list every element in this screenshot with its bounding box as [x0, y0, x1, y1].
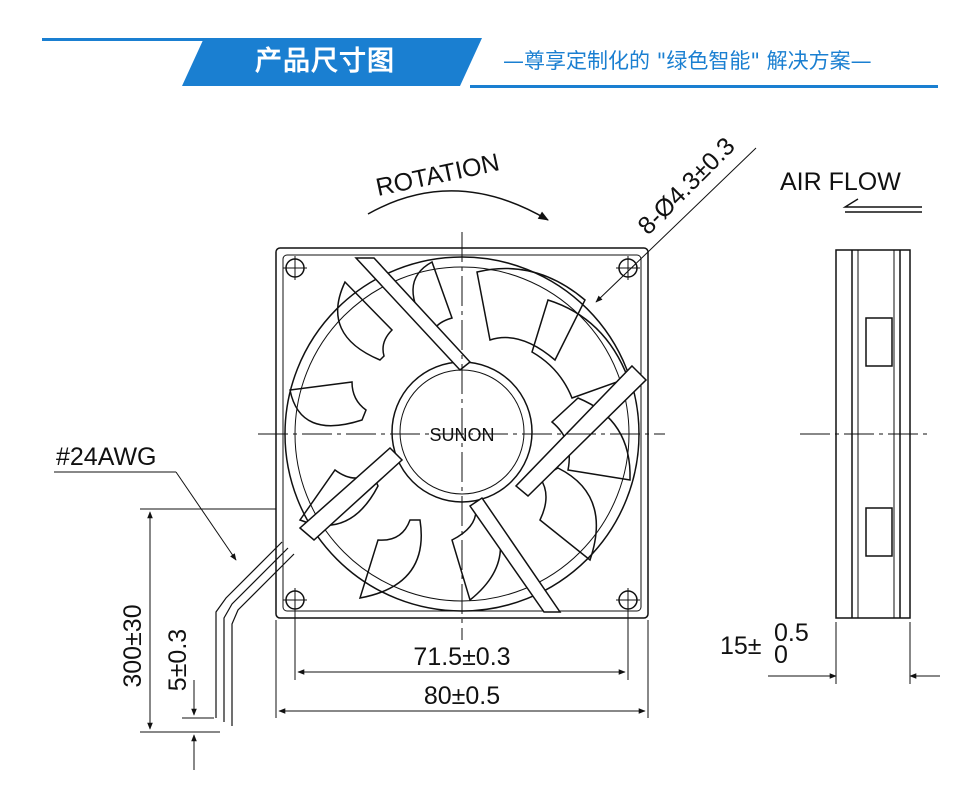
thickness-upper-tol: 0.5	[774, 619, 809, 647]
hole-spec-leader	[595, 147, 757, 303]
support-rib	[354, 257, 472, 372]
wire-gauge-leader	[175, 471, 237, 561]
wire-channel-rib	[298, 446, 404, 542]
mounting-hole	[616, 588, 640, 612]
airflow-arrow	[842, 198, 922, 208]
support-rib	[514, 364, 648, 498]
fan-side-view	[768, 198, 940, 684]
thickness-lower-tol: 0	[774, 641, 788, 669]
fan-blade	[538, 467, 598, 562]
title-banner-shape	[182, 38, 482, 86]
airflow-label: AIR FLOW	[780, 168, 901, 196]
dimension-lines	[140, 508, 649, 770]
frame-size-label: 80±0.5	[424, 682, 500, 710]
hole-spacing-label: 71.5±0.3	[413, 643, 510, 671]
support-rib	[468, 496, 562, 613]
brand-label: SUNON	[429, 425, 494, 445]
mounting-hole	[616, 256, 640, 280]
lead-wire	[223, 547, 289, 722]
mounting-hole	[283, 256, 307, 280]
lead-wire	[215, 541, 283, 718]
lead-length-label: 300±30	[119, 604, 147, 687]
fan-blade	[358, 519, 422, 599]
mounting-hole	[283, 588, 307, 612]
fan-blade	[289, 381, 367, 427]
header: 产品尺寸图 —尊享定制化的 "绿色智能" 解决方案—	[0, 0, 980, 100]
side-hub	[865, 507, 893, 557]
fan-blade	[336, 280, 394, 361]
page-title: 产品尺寸图	[255, 46, 395, 77]
page-subtitle: —尊享定制化的 "绿色智能" 解决方案—	[503, 49, 872, 73]
wire-gauge-label: #24AWG	[56, 443, 157, 471]
title-banner: 产品尺寸图	[182, 38, 482, 86]
thickness-nominal-label: 15±	[720, 632, 762, 660]
header-rule-right	[470, 85, 938, 88]
fan-blade	[531, 299, 629, 399]
lead-wire	[231, 553, 295, 726]
hole-spec-label: 8-Ø4.3±0.3	[632, 132, 740, 240]
strip-length-label: 5±0.3	[164, 629, 192, 691]
fan-blade	[476, 267, 586, 362]
header-rule-left	[42, 38, 212, 41]
fan-front-view	[54, 147, 757, 726]
rotation-arrow	[367, 190, 549, 221]
side-hub	[865, 317, 893, 367]
